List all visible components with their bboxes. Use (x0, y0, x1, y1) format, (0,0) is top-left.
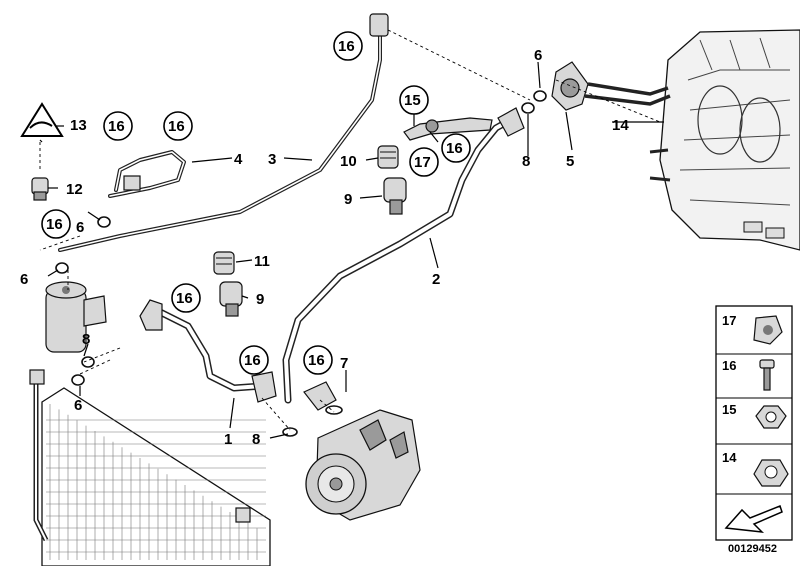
svg-text:15: 15 (404, 92, 421, 109)
pipe-3-fitting (369, 13, 389, 37)
circled-callout-16: 16 (41, 209, 71, 239)
circled-callout-15: 15 (399, 85, 429, 115)
service-valve-10 (377, 145, 399, 169)
circled-callout-16: 16 (171, 283, 201, 313)
compressor (305, 409, 421, 521)
pressure-sensor-12 (31, 177, 49, 201)
svg-text:17: 17 (414, 154, 431, 171)
callout-9: 9 (344, 191, 352, 208)
circled-callout-16: 16 (163, 111, 193, 141)
hardware-legend: 17 16 15 14 (715, 305, 793, 541)
circled-callout-16: 16 (333, 31, 363, 61)
callout-14: 14 (612, 117, 629, 134)
circled-callout-16: 16 (239, 345, 269, 375)
condenser (29, 369, 271, 566)
callout-6: 6 (76, 219, 84, 236)
circled-callout-16: 16 (303, 345, 333, 375)
callout-6: 6 (20, 271, 28, 288)
warning-label-icon (20, 102, 64, 137)
callout-5: 5 (566, 153, 574, 170)
callout-7: 7 (340, 355, 348, 372)
callout-6: 6 (74, 397, 82, 414)
callout-11: 11 (254, 253, 270, 270)
receiver-drier (45, 281, 107, 353)
svg-text:14: 14 (722, 450, 737, 465)
service-valve-9-top (383, 177, 407, 215)
svg-text:16: 16 (46, 216, 63, 233)
callout-6: 6 (534, 47, 542, 64)
callout-8: 8 (522, 153, 530, 170)
svg-text:16: 16 (308, 352, 325, 369)
svg-text:16: 16 (722, 358, 736, 373)
svg-text:16: 16 (446, 140, 463, 157)
service-valve-11 (213, 251, 235, 275)
svg-text:16: 16 (244, 352, 261, 369)
evaporator-housing (649, 29, 800, 251)
svg-text:16: 16 (108, 118, 125, 135)
expansion-valve (551, 61, 671, 111)
svg-text:17: 17 (722, 313, 736, 328)
callout-4: 4 (234, 151, 243, 168)
legend-item-15: 15 (722, 402, 787, 429)
svg-text:16: 16 (338, 38, 355, 55)
legend-item-14: 14 (722, 450, 789, 487)
leader-lines (39, 61, 664, 439)
callout-3: 3 (268, 151, 276, 168)
callout-13: 13 (70, 117, 87, 134)
callout-2: 2 (432, 271, 440, 288)
circled-callout-17: 17 (409, 147, 439, 177)
callout-9: 9 (256, 291, 264, 308)
legend-item-16: 16 (722, 358, 775, 391)
callout-8: 8 (82, 331, 90, 348)
callout-1: 1 (224, 431, 232, 448)
service-valve-9-bottom (219, 281, 243, 317)
callout-12: 12 (66, 181, 83, 198)
circled-callout-16: 16 (441, 133, 471, 163)
legend-item-17: 17 (722, 313, 783, 345)
callout-10: 10 (340, 153, 357, 170)
legend-arrow-icon (724, 505, 783, 533)
circled-callout-16: 16 (103, 111, 133, 141)
svg-text:16: 16 (176, 290, 193, 307)
svg-text:15: 15 (722, 402, 736, 417)
callout-8: 8 (252, 431, 260, 448)
diagram-code: 00129452 (728, 543, 777, 555)
svg-text:16: 16 (168, 118, 185, 135)
